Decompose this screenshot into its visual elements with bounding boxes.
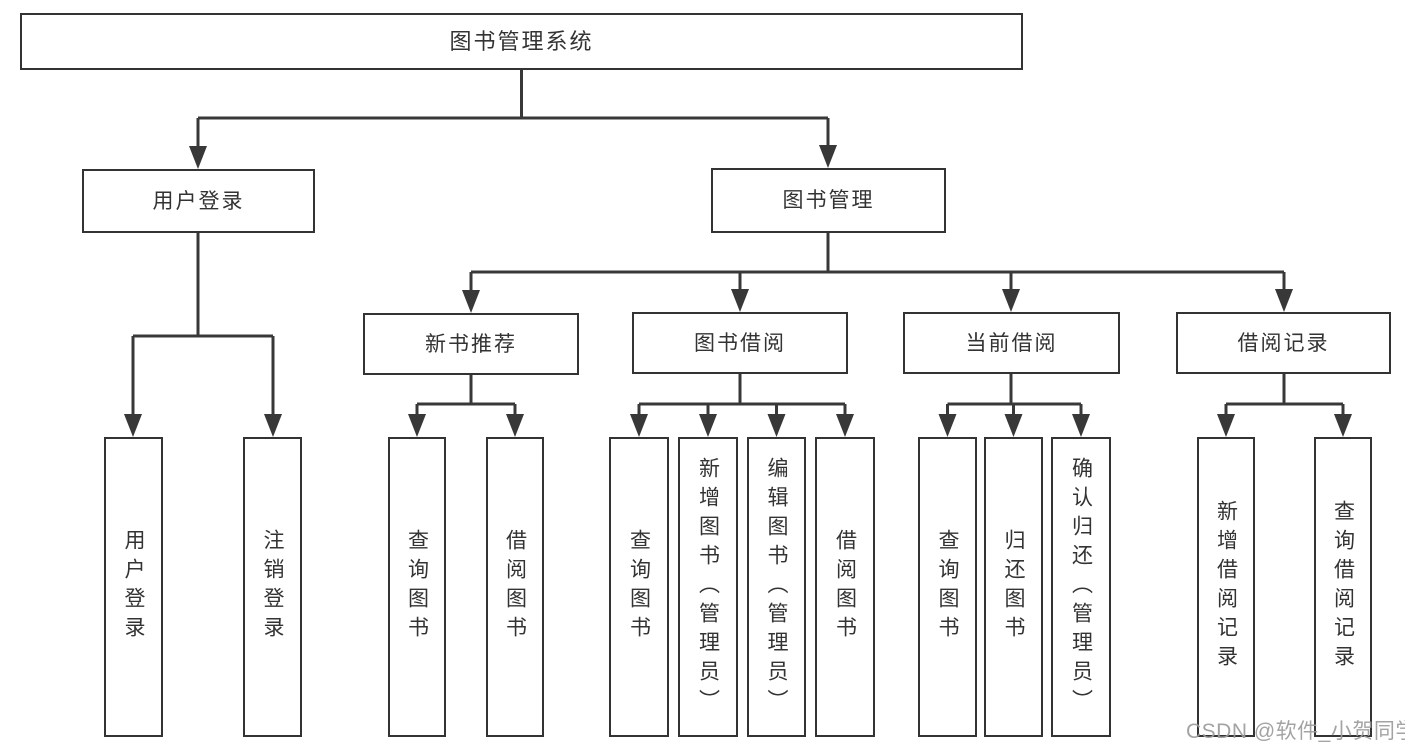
- leaf-add-borrow-record-label: 新增借阅记录: [1214, 500, 1238, 674]
- leaf-borrow-query-books-label: 查询图书: [627, 529, 651, 645]
- csdn-watermark: CSDN @软件_小贺同学: [1186, 720, 1405, 743]
- leaf-rec-borrow-books-label: 借阅图书: [503, 529, 527, 645]
- node-current-borrow-label: 当前借阅: [965, 331, 1058, 355]
- node-root-system: 图书管理系统: [20, 13, 1023, 70]
- node-user-login: 用户登录: [82, 169, 315, 233]
- node-new-book-recommend: 新书推荐: [363, 313, 579, 375]
- node-root-system-label: 图书管理系统: [449, 28, 594, 54]
- node-borrow-records-label: 借阅记录: [1237, 331, 1330, 355]
- leaf-add-books-admin: 新增图书（管理员）: [678, 437, 738, 737]
- connector-new-book-rec-to-children: [408, 375, 524, 437]
- leaf-add-books-admin-label: 新增图书（管理员）: [696, 456, 720, 718]
- leaf-edit-books-admin-label: 编辑图书（管理员）: [765, 456, 788, 718]
- leaf-confirm-return-admin-label: 确认归还（管理员）: [1069, 456, 1093, 718]
- leaf-borrow-books-label: 借阅图书: [833, 529, 857, 645]
- connector-user-login-to-children: [124, 233, 282, 437]
- leaf-edit-books-admin: 编辑图书（管理员）: [747, 437, 806, 737]
- leaf-rec-query-books: 查询图书: [388, 437, 446, 737]
- node-new-book-recommend-label: 新书推荐: [425, 332, 517, 356]
- leaf-return-books-label: 归还图书: [1002, 529, 1025, 645]
- connector-book-management-to-level3: [462, 233, 1293, 313]
- node-book-management-label: 图书管理: [782, 189, 875, 212]
- node-book-borrow-label: 图书借阅: [694, 331, 786, 355]
- leaf-user-login: 用户登录: [104, 437, 163, 737]
- leaf-borrow-query-books: 查询图书: [609, 437, 669, 737]
- leaf-logout-label: 注销登录: [261, 529, 284, 645]
- leaf-query-borrow-record-label: 查询借阅记录: [1331, 500, 1355, 674]
- node-current-borrow: 当前借阅: [903, 312, 1120, 374]
- leaf-logout: 注销登录: [243, 437, 302, 737]
- leaf-current-query-books-label: 查询图书: [936, 529, 959, 645]
- connector-borrow-records-to-children: [1217, 374, 1352, 437]
- node-book-management: 图书管理: [711, 168, 946, 233]
- connector-book-borrow-to-children: [630, 374, 854, 437]
- leaf-confirm-return-admin: 确认归还（管理员）: [1051, 437, 1111, 737]
- leaf-rec-borrow-books: 借阅图书: [486, 437, 544, 737]
- leaf-current-query-books: 查询图书: [918, 437, 977, 737]
- node-user-login-label: 用户登录: [152, 189, 245, 213]
- leaf-rec-query-books-label: 查询图书: [405, 529, 429, 645]
- connector-root-to-level2: [189, 70, 837, 169]
- leaf-return-books: 归还图书: [984, 437, 1043, 737]
- leaf-user-login-label: 用户登录: [122, 529, 145, 645]
- connector-current-borrow-to-children: [938, 374, 1090, 437]
- node-borrow-records: 借阅记录: [1176, 312, 1391, 374]
- leaf-add-borrow-record: 新增借阅记录: [1197, 437, 1255, 737]
- node-book-borrow: 图书借阅: [632, 312, 848, 374]
- leaf-query-borrow-record: 查询借阅记录: [1314, 437, 1372, 737]
- leaf-borrow-books: 借阅图书: [815, 437, 875, 737]
